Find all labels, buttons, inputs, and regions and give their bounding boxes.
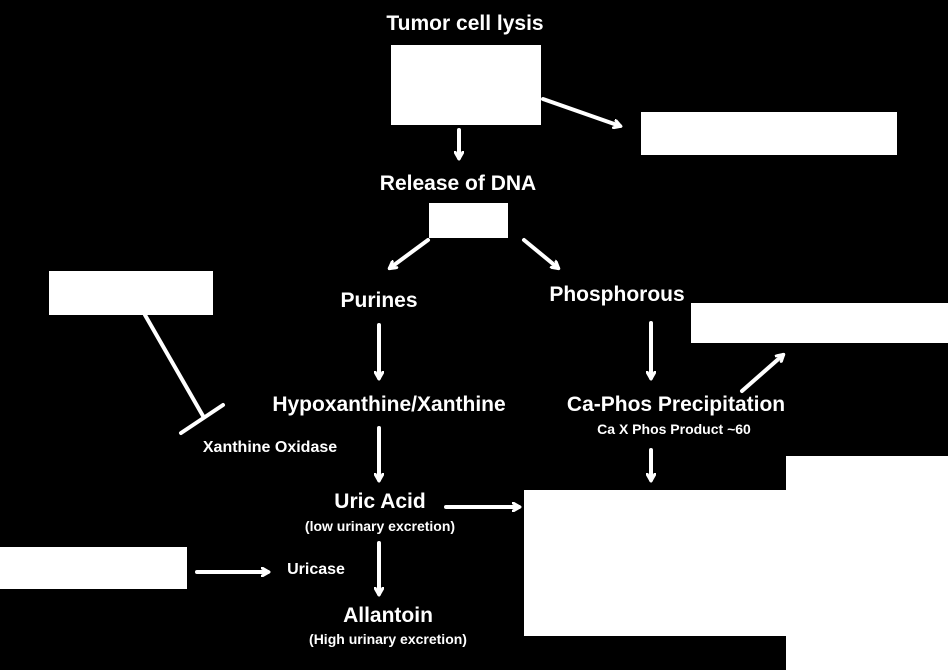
label-uric-acid-note: (low urinary excretion) (304, 518, 456, 534)
box-right-middle (691, 303, 948, 343)
label-ca-phos-product: Ca X Phos Product ~60 (597, 421, 751, 437)
label-ca-phos-precipitation: Ca-Phos Precipitation (566, 393, 786, 416)
label-uricase: Uricase (287, 561, 345, 578)
inhibition-line (143, 313, 205, 418)
box-lysis (391, 45, 541, 125)
label-hypoxanthine-xanthine: Hypoxanthine/Xanthine (272, 393, 506, 416)
label-purines: Purines (340, 289, 418, 312)
label-phosphorous: Phosphorous (549, 283, 685, 306)
arrow-dna-to-phosphorous (522, 238, 558, 268)
label-allantoin-note: (High urinary excretion) (309, 631, 467, 647)
label-tumor-cell-lysis: Tumor cell lysis (386, 12, 544, 35)
label-allantoin: Allantoin (343, 604, 433, 627)
arrow-lysis-to-right-box (541, 97, 620, 126)
box-bottom-right (524, 490, 948, 636)
box-left-bottom (0, 547, 187, 589)
box-left-top (49, 271, 213, 315)
label-release-of-dna: Release of DNA (379, 172, 537, 195)
arrow-dna-to-purines (390, 238, 430, 268)
box-dna (429, 203, 508, 238)
label-uric-acid: Uric Acid (334, 490, 426, 513)
box-right-top (641, 112, 897, 155)
arrow-precipitation-to-box (740, 355, 783, 393)
inhibition-bar-icon (179, 403, 225, 435)
label-xanthine-oxidase: Xanthine Oxidase (202, 439, 338, 456)
